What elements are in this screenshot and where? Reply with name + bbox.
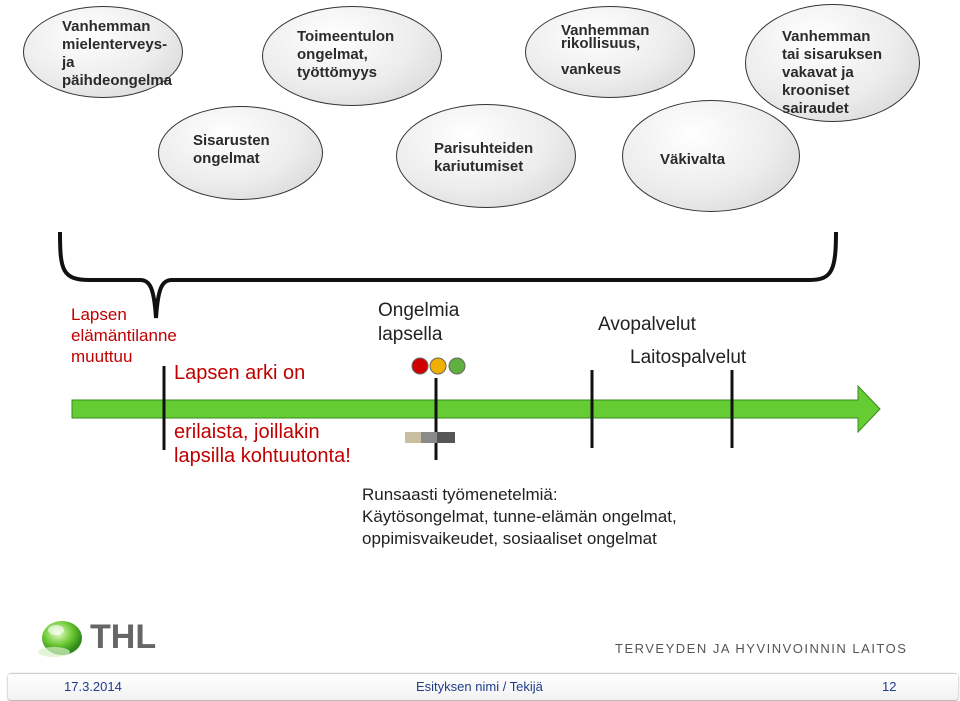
oval-violence (622, 100, 800, 212)
oval-relationship-escalation (396, 104, 576, 208)
traffic-dot-green (448, 357, 466, 375)
traffic-dot-yellow (429, 357, 447, 375)
oval-text-violence: Väkivalta (660, 151, 726, 168)
footer-date: 17.3.2014 (64, 679, 122, 694)
oval-text-parent-crime: Vanhemman rikollisuus, vankeus (561, 22, 650, 78)
footer-bar: 17.3.2014 Esityksen nimi / Tekijä 12 (8, 673, 958, 700)
institutional-label: Laitospalvelut (630, 347, 747, 368)
oval-text-serious-illness: Vanhemman tai sisaruksen vakavat ja kroo… (782, 28, 883, 117)
footer-page-number: 12 (882, 679, 897, 694)
everyday-label-bottom: erilaista, joillakin lapsilla kohtuutont… (174, 421, 351, 467)
oval-text-parent-mental-health: Vanhemman mielenterveys- ja päihdeongelm… (62, 18, 173, 89)
oval-text-relationship-escalation: Parisuhteiden kariutumiset (434, 140, 534, 175)
traffic-dot-red (411, 357, 429, 375)
thl-logo-text: THL (90, 618, 157, 656)
thl-logo (38, 621, 82, 657)
methods-text: Runsaasti työmenetelmiä: Käytösongelmat,… (362, 485, 677, 548)
timeline-arrow (71, 384, 881, 434)
oval-income-problems (262, 6, 442, 106)
child-problems-label: Ongelmia lapsella (378, 300, 460, 345)
oval-parent-mental-health (23, 6, 183, 98)
oval-serious-illness (745, 4, 920, 122)
grouping-brace (58, 231, 838, 319)
life-change-label: Lapsen elämäntilanne muuttuu (71, 305, 177, 366)
outpatient-label: Avopalvelut (598, 314, 696, 335)
thl-org-name: TERVEYDEN JA HYVINVOINNIN LAITOS (615, 641, 908, 656)
footer-title: Esityksen nimi / Tekijä (416, 679, 543, 694)
everyday-label-top: Lapsen arki on (174, 362, 306, 384)
oval-text-sibling-problems: Sisarusten ongelmat (193, 132, 270, 167)
oval-sibling-problems (158, 106, 323, 200)
gray-square-3 (437, 432, 455, 443)
oval-text-income-problems: Toimeentulon ongelmat, työttömyys (297, 28, 395, 81)
gray-square-2 (421, 432, 437, 443)
gray-square-1 (405, 432, 421, 443)
oval-parent-crime (525, 6, 695, 98)
